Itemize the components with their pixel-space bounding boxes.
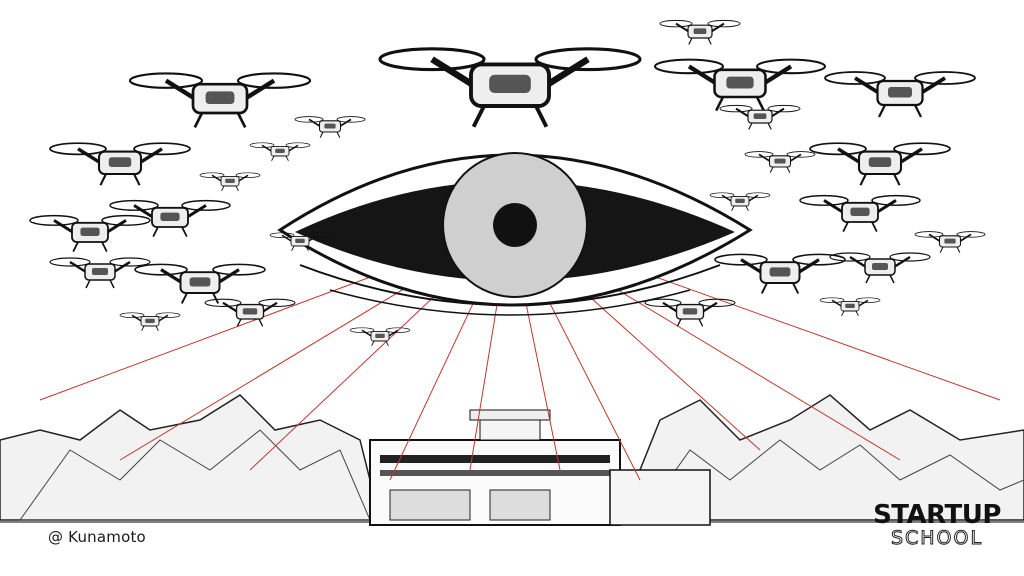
eye-saucer xyxy=(277,152,753,316)
logo-line-1: STARTUP xyxy=(873,500,1001,530)
startup-school-logo: STARTUP SCHOOL xyxy=(872,500,1002,549)
building xyxy=(369,409,711,526)
mountains xyxy=(0,394,1024,521)
logo-line-2: SCHOOL xyxy=(890,527,984,549)
artist-credit: @ Kunamoto xyxy=(48,528,146,546)
